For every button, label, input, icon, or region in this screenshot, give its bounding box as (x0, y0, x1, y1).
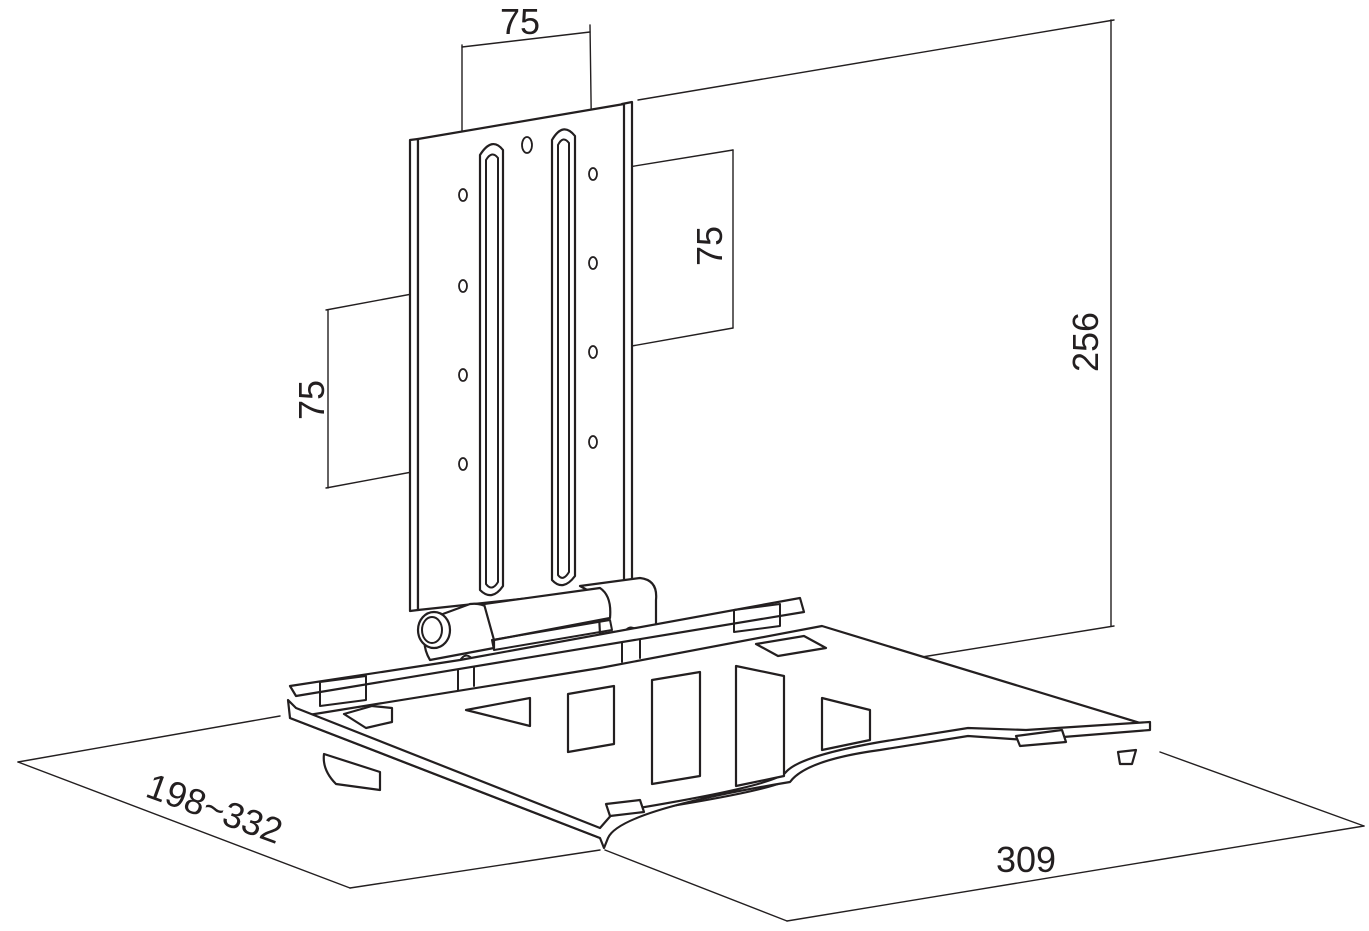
top-width-label: 75 (500, 1, 540, 42)
left-vertical-label: 75 (291, 380, 332, 420)
width-label: 309 (996, 839, 1056, 880)
right-vertical-label: 75 (689, 226, 730, 266)
tray (286, 596, 1152, 850)
depth-label: 198~332 (141, 765, 288, 852)
dimension-lines (17, 19, 1365, 922)
height-label: 256 (1065, 312, 1106, 372)
vertical-mounting-plate (408, 100, 634, 613)
